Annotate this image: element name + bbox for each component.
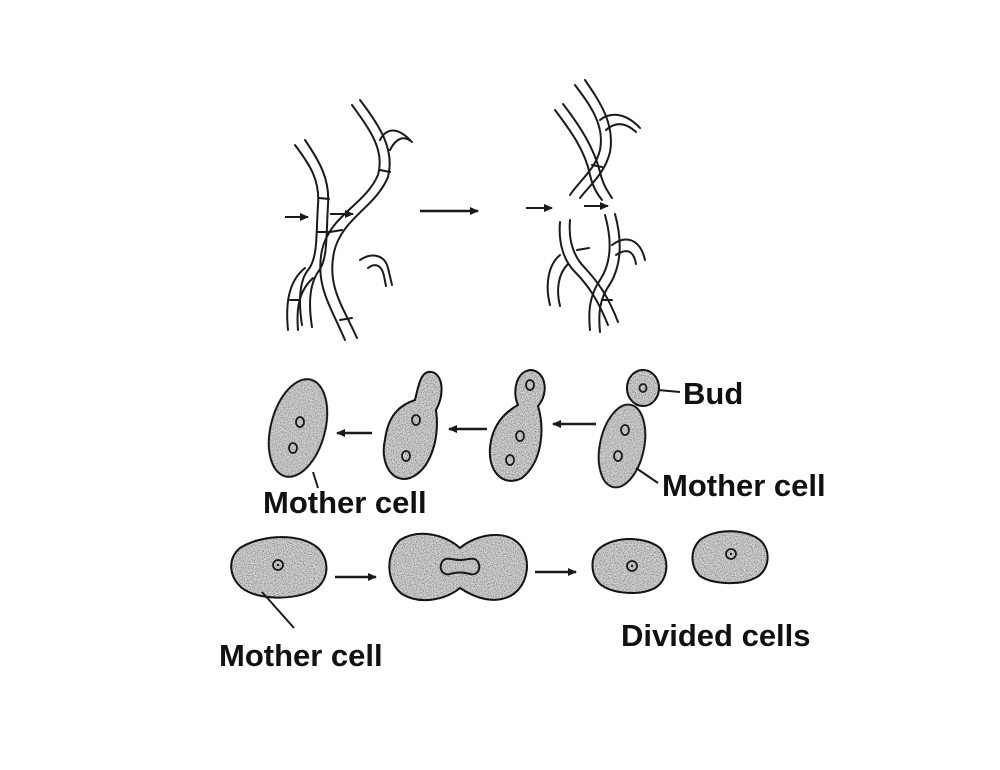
label-mother-cell-budding-left: Mother cell (263, 485, 427, 520)
budding-stage-4 (267, 378, 329, 478)
fission-dividing-cell (388, 532, 528, 601)
hypha-fragmented (546, 79, 646, 333)
divided-cell-2 (691, 530, 769, 584)
bud-leader-line (657, 389, 681, 393)
budding-stage-2 (488, 368, 546, 482)
hypha-intact (286, 99, 413, 341)
fission-leader-line (261, 591, 295, 629)
mother-cell-leader-line (635, 467, 659, 484)
budding-stage-3 (382, 370, 443, 480)
budding-stage-1 (597, 369, 660, 489)
fission-mother-cell (230, 536, 328, 599)
label-mother-cell-budding-right: Mother cell (662, 468, 826, 503)
divided-cell-1 (591, 538, 668, 594)
label-bud: Bud (683, 376, 744, 411)
mother-cell-leader-line (312, 471, 319, 489)
label-mother-cell-fission: Mother cell (219, 638, 383, 673)
label-divided-cells: Divided cells (621, 618, 811, 653)
